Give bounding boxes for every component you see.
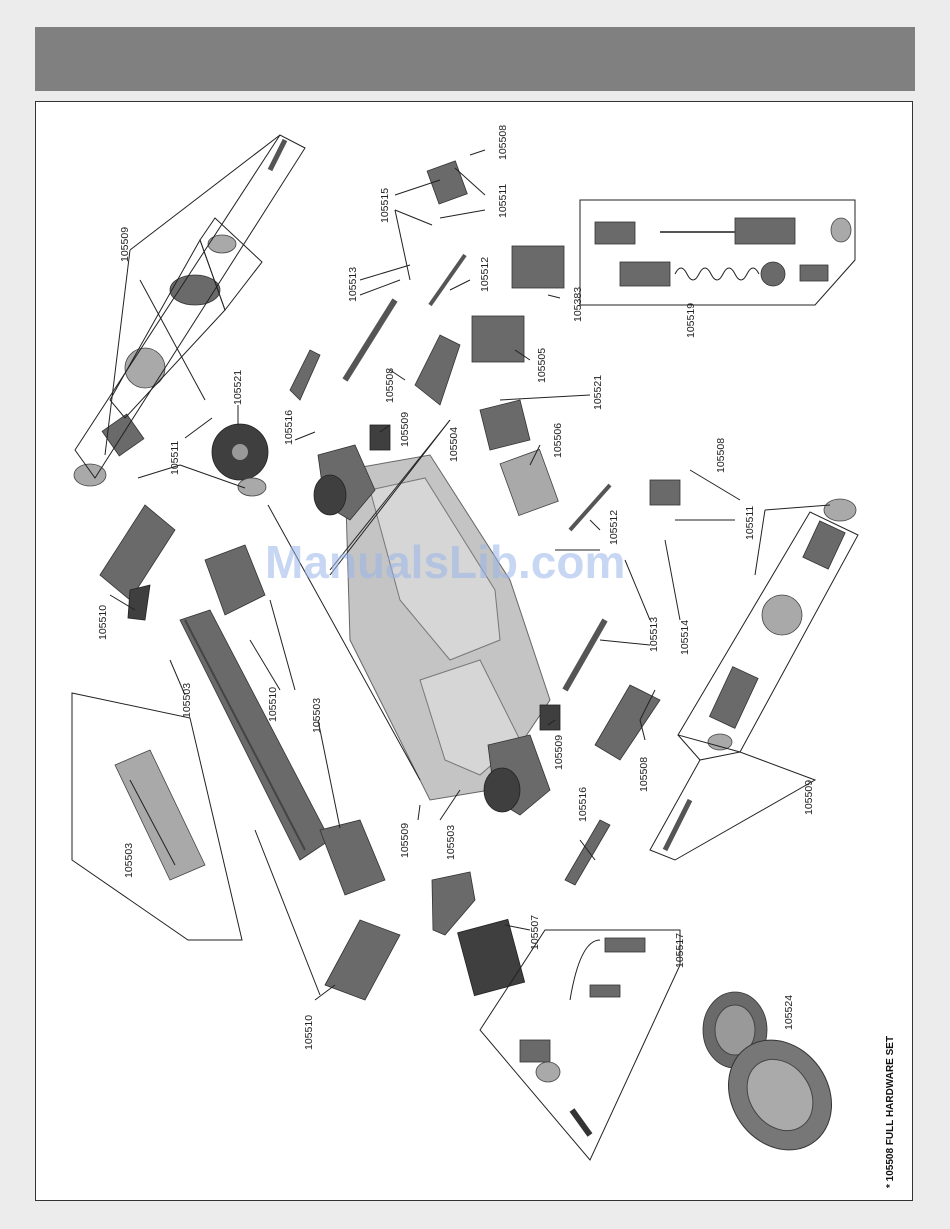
group-box-rear-shaft: [649, 751, 817, 861]
label-105504: 105504: [448, 427, 460, 462]
label-105509-mount: 105509: [399, 823, 411, 858]
suspension-arm-top: [414, 334, 461, 406]
battery-cover: [114, 749, 206, 881]
label-105503-gearbox: 105503: [311, 698, 323, 733]
label-105506: 105506: [552, 423, 564, 458]
label-105521-right: 105521: [592, 375, 604, 410]
label-105515: 105515: [379, 188, 391, 223]
label-105503-bulkhead: 105503: [181, 683, 193, 718]
rear-diff-housing: [483, 734, 551, 816]
hubs: [426, 160, 681, 1063]
label-105511-top: 105511: [497, 184, 509, 218]
shock-set: [594, 217, 852, 287]
footnote-hardware-set: * 105508 FULL HARDWARE SET: [885, 1036, 896, 1188]
label-105524: 105524: [783, 995, 795, 1030]
gear-rack: [289, 349, 611, 886]
steering-parts: [535, 937, 646, 1137]
label-105517: 105517: [674, 933, 686, 968]
group-box-rear-diff: [677, 511, 859, 753]
label-105512-top: 105512: [479, 257, 491, 292]
label-105509-top: 105509: [399, 412, 411, 447]
bearings: [73, 234, 857, 751]
group-box-shock: [579, 199, 856, 306]
label-105516-front: 105516: [283, 410, 295, 445]
label-105510-rear-arm: 105510: [303, 1015, 315, 1050]
group-box-battery: [71, 692, 243, 941]
label-105503-chassis: 105503: [445, 825, 457, 860]
suspension-arm-rear-left: [324, 919, 401, 1001]
spur-gear: [211, 423, 269, 481]
header-bar: [35, 27, 915, 91]
label-105516-rear: 105516: [577, 787, 589, 822]
label-105507: 105507: [529, 915, 541, 950]
diff-gear-set-front: [101, 274, 221, 457]
gearbox-upper: [204, 544, 266, 616]
label-105509-front-diff: 105509: [119, 227, 131, 262]
label-105511-right: 105511: [744, 506, 756, 540]
motor: [499, 448, 559, 517]
diff-gear-set-rear: [708, 520, 846, 729]
body-mount: [369, 424, 561, 731]
label-105508-rear: 105508: [638, 757, 650, 792]
driveshafts: [267, 138, 693, 852]
label-105519: 105519: [685, 303, 697, 338]
label-105508-mid: 105508: [384, 368, 396, 403]
label-105521-front: 105521: [232, 370, 244, 405]
wheel-tire: [702, 991, 833, 1151]
suspension-arm-right: [594, 684, 661, 761]
label-105509-rear-diff: 105509: [803, 780, 815, 815]
label-105510-spine: 105510: [267, 687, 279, 722]
group-box-front-diff: [74, 134, 306, 479]
label-105383: 105383: [572, 287, 584, 322]
gearbox-lower: [319, 819, 386, 896]
leader-lines: [104, 134, 831, 1001]
label-105513-top: 105513: [347, 267, 359, 302]
watermark: ManualsLib.com: [265, 536, 625, 588]
part-labels: 105509 105511 105521 105516 105510 10550…: [97, 125, 815, 1050]
label-105511-front: 105511: [169, 441, 181, 475]
label-105509-body: 105509: [553, 735, 565, 770]
label-105508-right: 105508: [715, 438, 727, 473]
servo: [457, 918, 526, 997]
label-105513-right: 105513: [648, 617, 660, 652]
motor-mount: [479, 399, 531, 451]
group-box-steering: [479, 929, 681, 1161]
front-diff-housing: [313, 444, 376, 521]
label-105505: 105505: [536, 348, 548, 383]
label-105512-right: 105512: [608, 510, 620, 545]
suspension-arm-front-left: [99, 504, 176, 621]
label-105514: 105514: [679, 620, 691, 655]
esc: [471, 315, 525, 363]
label-105508-top: 105508: [497, 125, 509, 160]
label-105503-battery: 105503: [123, 843, 135, 878]
label-105510-front-arm: 105510: [97, 605, 109, 640]
receiver: [511, 245, 565, 289]
steering-linkage: [431, 871, 476, 936]
